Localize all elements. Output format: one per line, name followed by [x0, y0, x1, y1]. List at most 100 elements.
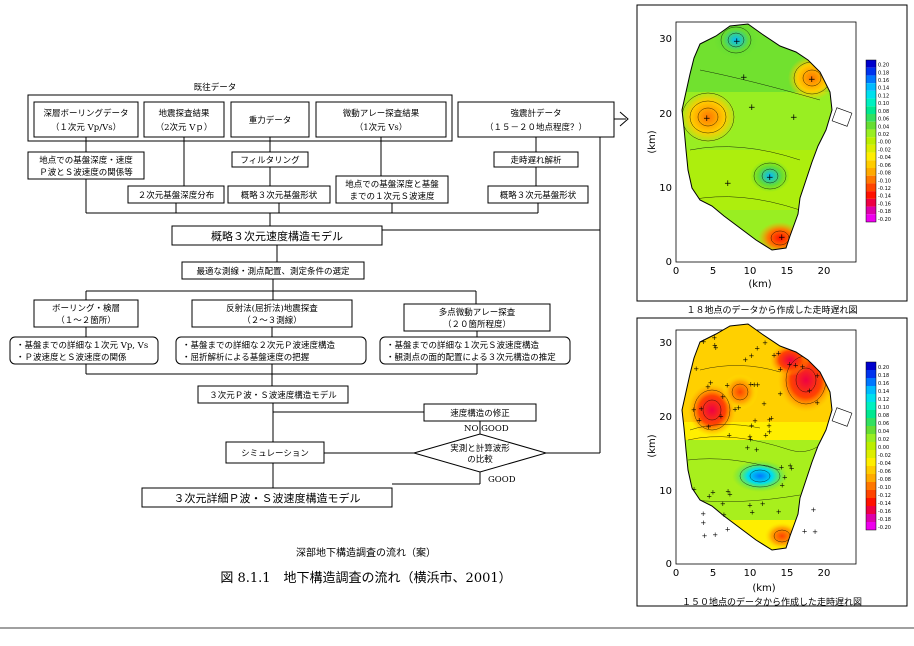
colorbar-label: 0.08: [878, 109, 889, 115]
map2-x-label: (km): [752, 583, 775, 594]
reflection-line1: 反射法(屈折法)地震探査: [226, 303, 318, 314]
array-box: [403, 303, 551, 332]
svg-text:0: 0: [673, 568, 679, 579]
colorbar-label: 0.06: [878, 117, 889, 123]
station-marker: +: [742, 356, 748, 364]
svg-text:20: 20: [818, 266, 831, 277]
station-marker: +: [700, 519, 706, 527]
colorbar-label: -0.02: [878, 147, 891, 153]
seismic-box: [143, 101, 225, 138]
station-marker: +: [749, 509, 755, 517]
colorbar-label: 0.10: [878, 405, 889, 411]
colorbar-swatch: [866, 67, 876, 76]
colorbar-label: -0.14: [878, 194, 891, 200]
map2-caption: １５０地点のデータから作成した走時遅れ図: [682, 596, 862, 608]
colorbar-label: 0.10: [878, 101, 889, 107]
station-marker: +: [691, 485, 697, 493]
station-marker: +: [710, 489, 716, 497]
station-marker: +: [720, 393, 726, 401]
svg-text:0: 0: [666, 257, 672, 268]
colorbar-swatch: [866, 434, 876, 442]
colorbar-swatch: [866, 75, 876, 84]
colorbar-label: 0.00: [878, 445, 889, 451]
map1-stations: +++ +++ +++: [703, 37, 816, 243]
colorbar-swatch: [866, 129, 876, 138]
colorbar-swatch: [866, 90, 876, 99]
colorbar-swatch: [866, 144, 876, 153]
map-panel-1: +++ +++ +++ 0 5 10 15 20 0 10 20 30 (km)…: [636, 4, 908, 316]
svg-text:30: 30: [659, 338, 672, 349]
depth1d-box: [335, 175, 449, 204]
colorbar-swatch: [866, 362, 876, 370]
svg-text:0: 0: [666, 559, 672, 570]
map1-x-ticks: 0 5 10 15 20: [673, 266, 831, 277]
station-marker: +: [747, 433, 753, 441]
svg-text:+: +: [703, 114, 711, 124]
colorbar-label: 0.16: [878, 78, 889, 84]
logging-result-line1: ・基盤までの詳細な１次元 Vp, Vs: [16, 340, 148, 351]
station-marker: +: [712, 531, 718, 539]
svg-text:+: +: [724, 179, 732, 189]
colorbar-swatch: [866, 506, 876, 514]
station-marker: +: [793, 361, 799, 369]
svg-text:+: +: [808, 75, 816, 85]
colorbar-swatch: [866, 121, 876, 130]
colorbar-label: 0.12: [878, 93, 889, 99]
colorbar-label: -0.12: [878, 493, 891, 499]
svg-text:+: +: [766, 173, 774, 183]
colorbar-swatch: [866, 206, 876, 215]
reflection-line2: （２～３測線）: [242, 315, 302, 326]
station-marker: +: [745, 444, 751, 452]
station-marker: +: [725, 525, 731, 533]
colorbar-swatch: [866, 114, 876, 122]
svg-text:5: 5: [710, 568, 716, 579]
station-marker: +: [754, 446, 760, 454]
station-marker: +: [701, 338, 707, 346]
colorbar-label: -0.18: [878, 209, 891, 215]
station-marker: +: [724, 381, 730, 389]
colorbar-label: 0.14: [878, 86, 889, 92]
svg-text:5: 5: [710, 266, 716, 277]
colorbar-label: 0.14: [878, 389, 889, 395]
colorbar-swatch: [866, 106, 876, 114]
strongmotion-box: [457, 101, 615, 138]
station-marker: +: [696, 417, 702, 425]
array-result-line1: ・基盤までの詳細な１次元Ｓ波速度構造: [386, 340, 540, 351]
colorbar-swatch: [866, 474, 876, 482]
colorbar-label: -0.10: [878, 485, 891, 491]
colorbar-swatch: [866, 490, 876, 498]
station-marker: +: [807, 387, 813, 395]
station-marker: +: [726, 432, 732, 440]
boring-line2: （１次元 Vp/Vs）: [51, 122, 121, 133]
map-panel-2: ++++++++++++++++++++++++++++++++++++++++…: [636, 317, 908, 608]
station-marker: +: [708, 379, 714, 387]
station-marker: +: [693, 365, 699, 373]
map2-x-ticks: 0 5 10 15 20: [673, 568, 831, 579]
svg-text:10: 10: [659, 486, 672, 497]
station-marker: +: [732, 406, 738, 414]
boring-box: [33, 101, 139, 138]
colorbar-label: 0.20: [878, 63, 889, 69]
station-marker: +: [727, 490, 733, 498]
colorbar-swatch: [866, 378, 876, 386]
compare-line2: の比較: [467, 454, 493, 465]
svg-text:20: 20: [659, 412, 672, 423]
colorbar-frame: [865, 59, 877, 223]
relation-line2: Ｐ波とＳ波速度の関係等: [39, 167, 133, 178]
colorbar-label: -0.14: [878, 501, 891, 507]
station-marker: +: [766, 428, 772, 436]
colorbar-label: 0.04: [878, 124, 889, 130]
relation-line1: 地点での基盤深度・速度: [39, 155, 133, 166]
colorbar-label: 0.18: [878, 373, 889, 379]
colorbar-label: -0.02: [878, 453, 891, 459]
compare-line1: 実測と計算波形: [450, 443, 510, 454]
model-ps-text: ３次元Ｐ波・Ｓ波速度構造モデル: [209, 390, 337, 401]
logging-line1: ボーリング・検層: [52, 303, 120, 314]
colorbar-swatch: [866, 60, 876, 68]
station-marker: +: [705, 383, 711, 391]
svg-text:+: +: [790, 113, 798, 123]
colorbar-label: 0.16: [878, 381, 889, 387]
svg-text:30: 30: [659, 34, 672, 45]
station-marker: +: [800, 363, 806, 371]
station-marker: +: [706, 493, 712, 501]
